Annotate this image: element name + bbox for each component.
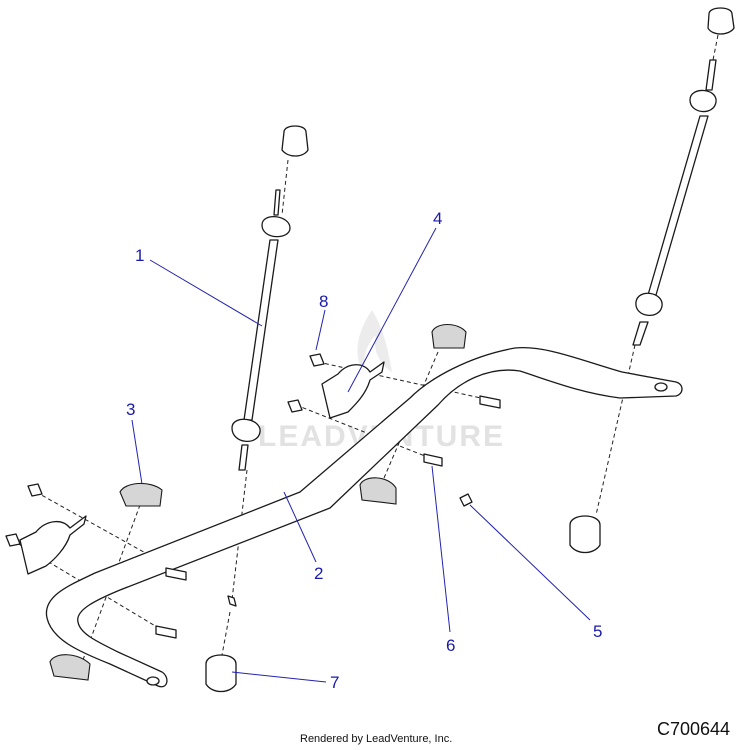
stabilizer-bar — [45, 346, 683, 688]
nuts — [5, 353, 325, 547]
bolts — [155, 395, 501, 639]
link-rod-left — [231, 125, 309, 471]
diagram-code: C700644 — [657, 719, 731, 739]
fitting — [227, 493, 473, 607]
callouts: 1 2 3 4 5 6 7 8 — [126, 209, 602, 692]
clamp-bushings — [49, 323, 467, 681]
footer-credit: Rendered by LeadVenture, Inc. — [300, 733, 453, 745]
callout-4: 4 — [433, 209, 442, 228]
callout-7: 7 — [330, 673, 339, 692]
callout-6: 6 — [446, 636, 455, 655]
callout-3: 3 — [126, 400, 135, 419]
link-rod-right — [632, 7, 735, 346]
callout-1: 1 — [135, 246, 144, 265]
bushing-lower — [205, 515, 601, 693]
callout-2: 2 — [314, 564, 323, 583]
leader-lines — [131, 227, 591, 683]
bracket-clamps — [19, 361, 385, 575]
callout-5: 5 — [593, 622, 602, 641]
callout-8: 8 — [319, 292, 328, 311]
